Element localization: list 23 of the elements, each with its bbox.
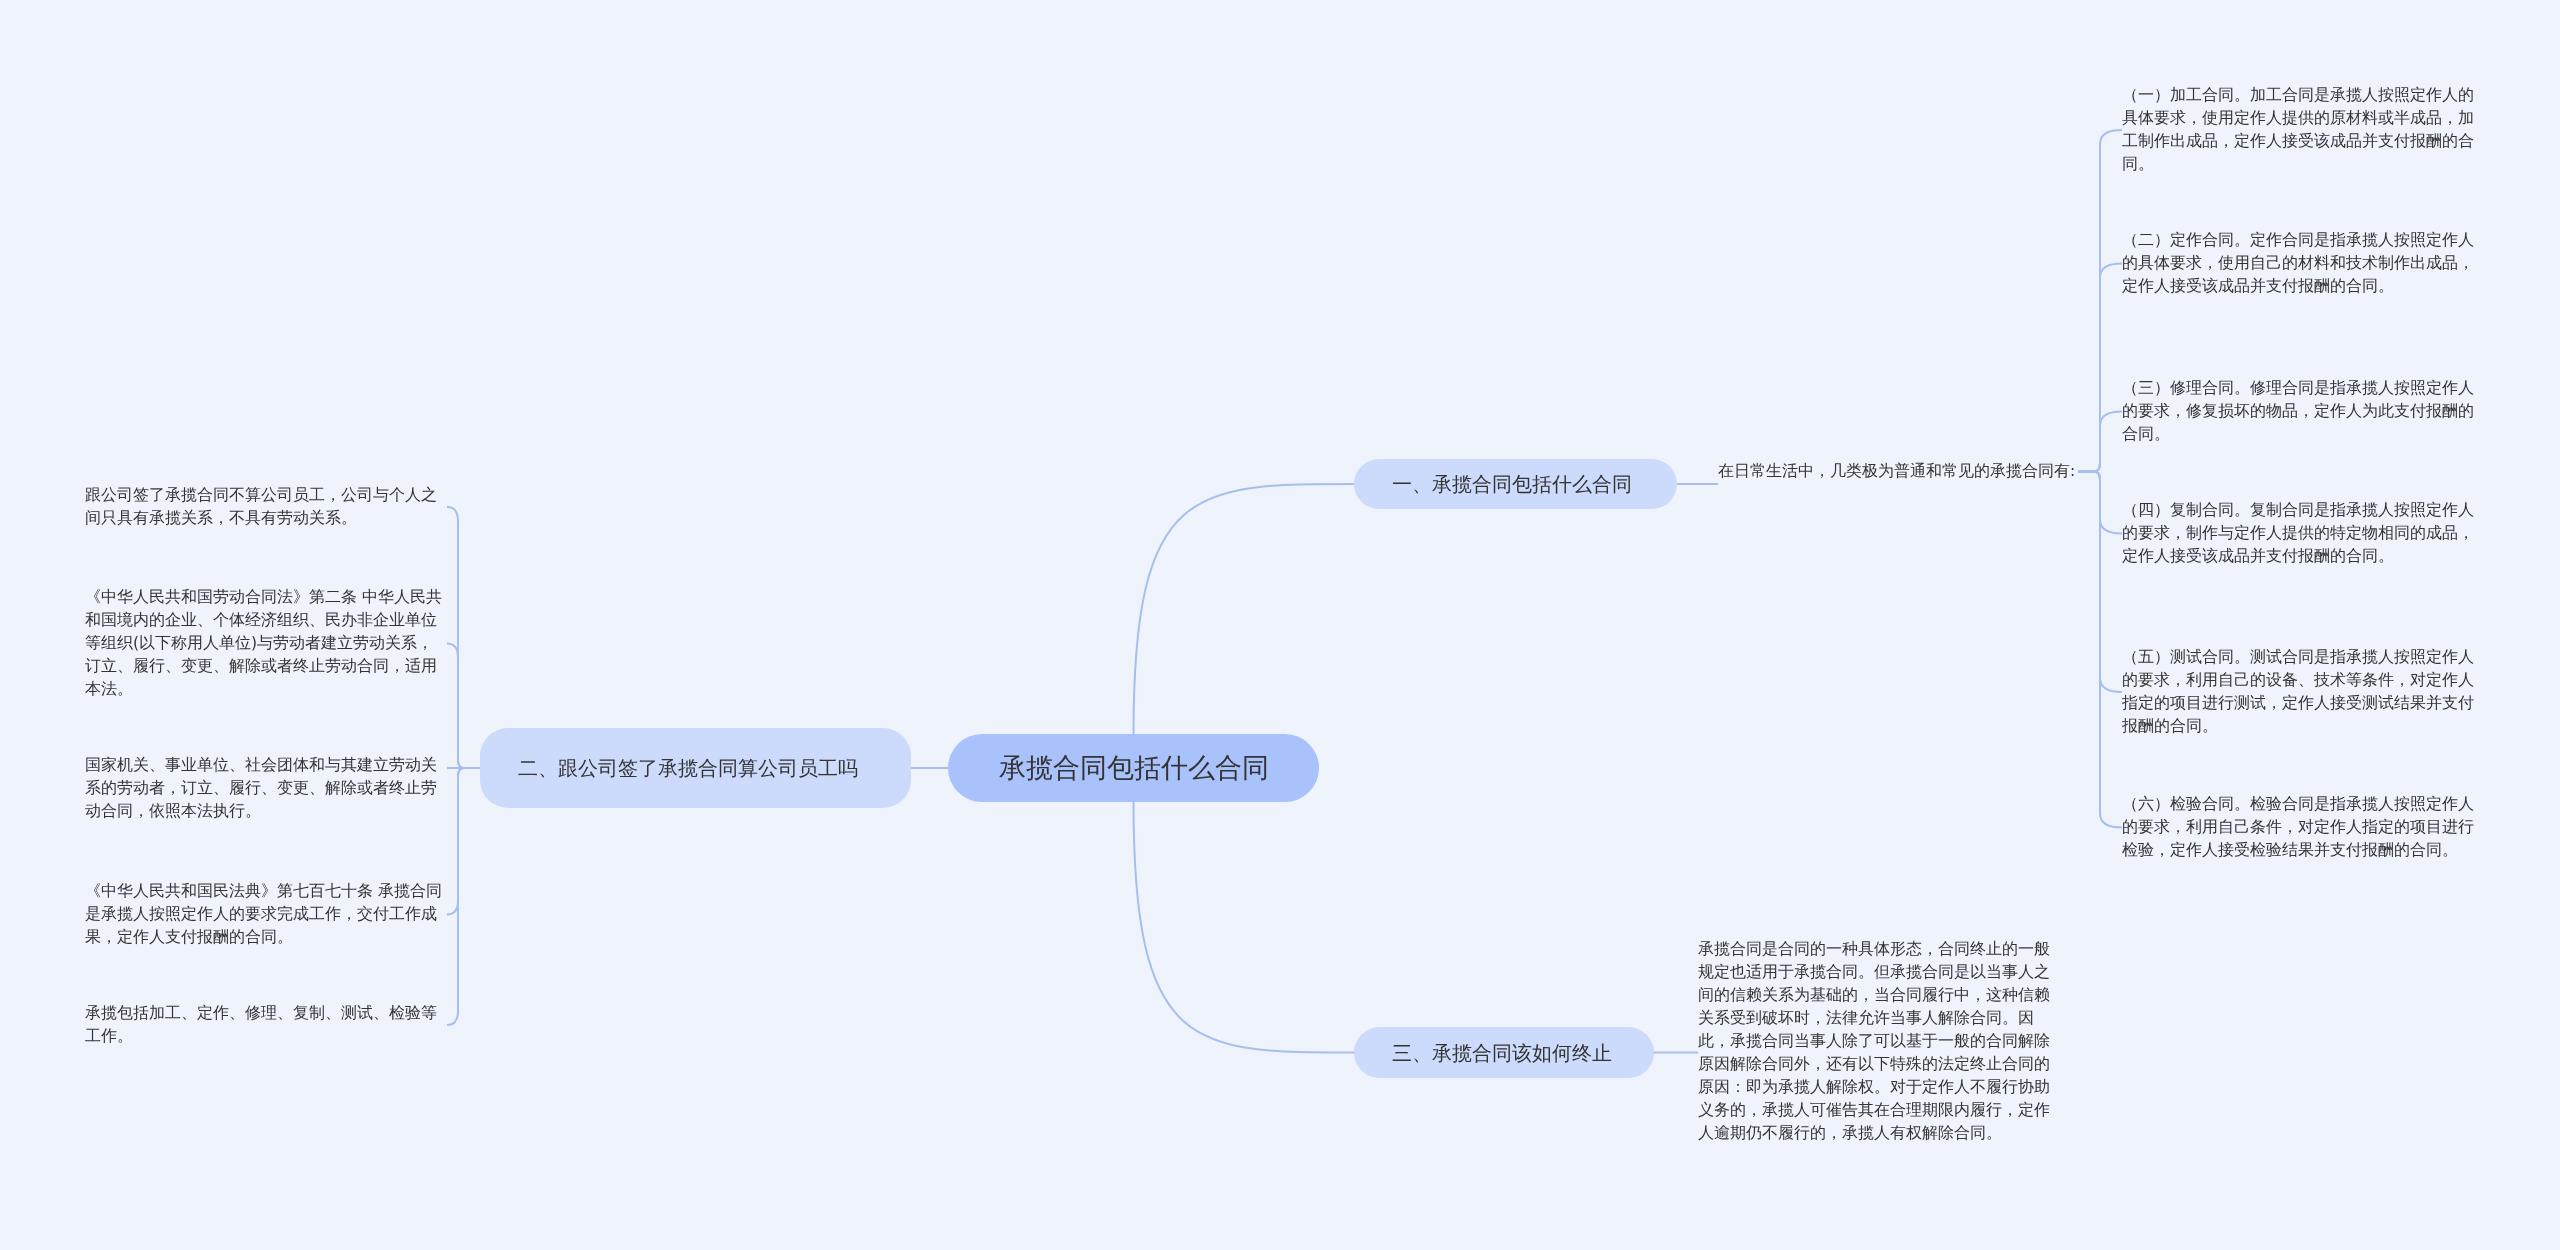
note-text: （二）定作合同。定作合同是指承揽人按照定作人的具体要求，使用自己的材料和技术制作出成品，定作人接受该成品并支付报酬的合同。: [2122, 229, 2484, 298]
note-text: （五）测试合同。测试合同是指承揽人按照定作人的要求，利用自己的设备、技术等条件，对定作人指定的项目进行测试，定作人接受测试结果并支付报酬的合同。: [2122, 646, 2484, 738]
topic-box: 三、承揽合同该如何终止: [1354, 1027, 1654, 1078]
connector-line: [910, 767, 949, 769]
connector-line: [1653, 1051, 1699, 1054]
note-text: 《中华人民共和国劳动合同法》第二条 中华人民共和国境内的企业、个体经济组织、民办非企业单位等组织(以下称用人单位)与劳动者建立劳动关系，订立、履行、变更、解除或者终止劳动合同，适用本法。: [85, 586, 447, 701]
connector-line: [446, 767, 481, 1026]
topic-box: 一、承揽合同包括什么合同: [1354, 459, 1677, 509]
topic-box: 二、跟公司签了承揽合同算公司员工吗: [480, 728, 911, 808]
note-text: （六）检验合同。检验合同是指承揽人按照定作人的要求，利用自己条件，对定作人指定的项目进行检验，定作人接受检验结果并支付报酬的合同。: [2122, 793, 2484, 862]
central-topic: 承揽合同包括什么合同: [948, 734, 1319, 802]
note-text: 在日常生活中，几类极为普通和常见的承揽合同有:: [1718, 460, 2078, 483]
note-text: （四）复制合同。复制合同是指承揽人按照定作人的要求，制作与定作人提供的特定物相同的成品，定作人接受该成品并支付报酬的合同。: [2122, 499, 2484, 568]
note-text: 跟公司签了承揽合同不算公司员工，公司与个人之间只具有承揽关系，不具有劳动关系。: [85, 484, 447, 530]
connector-line: [1132, 483, 1355, 735]
note-text: 承揽合同是合同的一种具体形态，合同终止的一般规定也适用于承揽合同。但承揽合同是以当事人之间的信赖关系为基础的，当合同履行中，这种信赖关系受到破坏时，法律允许当事人解除合同。因此，承揽合同当事人除了可以基于一般的合同解除原因解除合同外，还有以下特殊的法定终止合同的原因：即为承揽人解除权。对于定作人不履行协助义务的，承揽人可催告其在合理期限内履行，定作人逾期仍不履行的，承揽人有权解除合同。: [1698, 938, 2056, 1145]
note-text: 国家机关、事业单位、社会团体和与其建立劳动关系的劳动者，订立、履行、变更、解除或者终止劳动合同，依照本法执行。: [85, 754, 447, 823]
note-text: 《中华人民共和国民法典》第七百七十条 承揽合同是承揽人按照定作人的要求完成工作，交付工作成果，定作人支付报酬的合同。: [85, 880, 447, 949]
note-text: （一）加工合同。加工合同是承揽人按照定作人的具体要求，使用定作人提供的原材料或半成品，加工制作出成品，定作人接受该成品并支付报酬的合同。: [2122, 84, 2484, 176]
connector-line: [1676, 483, 1719, 485]
note-text: 承揽包括加工、定作、修理、复制、测试、检验等工作。: [85, 1002, 447, 1048]
note-text: （三）修理合同。修理合同是指承揽人按照定作人的要求，修复损坏的物品，定作人为此支付报酬的合同。: [2122, 377, 2484, 446]
connector-line: [1132, 801, 1355, 1054]
